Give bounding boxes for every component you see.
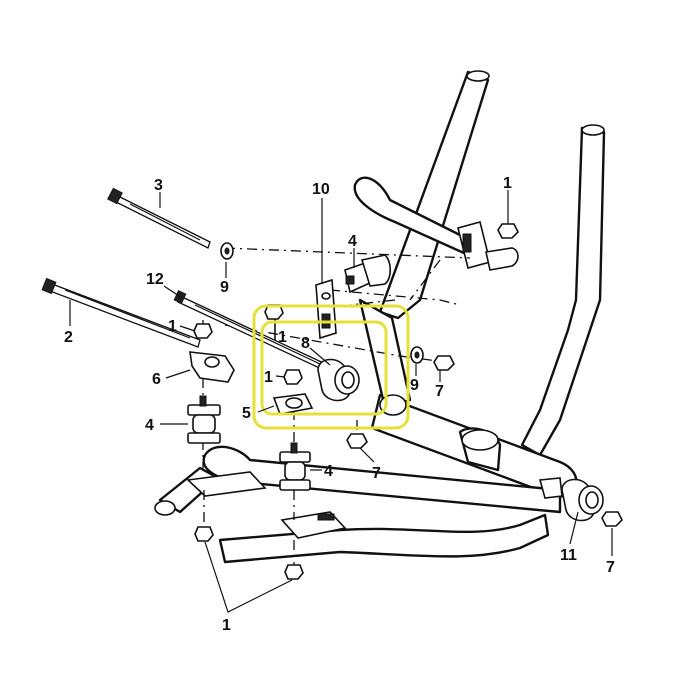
- tab-bushing: [485, 247, 519, 271]
- leader-1-left: [179, 325, 196, 332]
- mount-bracket-left: [186, 471, 267, 497]
- rod-3-head: [107, 187, 123, 205]
- washer-9-right-hole: [414, 351, 420, 359]
- highlight-boxes: [252, 304, 410, 430]
- callout-10: 10: [312, 181, 330, 198]
- bushing-8: [317, 358, 360, 402]
- bracket-slot: [317, 513, 335, 521]
- callout-4-bottom: 4: [324, 463, 333, 480]
- tube-end-left-lower: [154, 500, 176, 516]
- frame-upright-left: [378, 70, 490, 320]
- rod-2-stripe: [64, 289, 191, 339]
- highlight-inner: [260, 320, 388, 416]
- callout-1-left: 1: [168, 318, 177, 335]
- callout-12: 12: [146, 271, 164, 288]
- bracket-5-hole: [285, 397, 303, 409]
- bracket-10-hole: [321, 292, 331, 300]
- rod-3-stripe: [129, 203, 201, 241]
- callout-7-bottom: 7: [606, 559, 615, 576]
- tube-end-right: [581, 124, 605, 136]
- leader-6: [165, 369, 191, 379]
- rear-mount-plate: [538, 477, 563, 499]
- bracket-6-hole: [204, 356, 220, 368]
- washer-9-left-hole: [224, 247, 230, 255]
- callout-2: 2: [64, 329, 73, 346]
- rod-12-stripe: [194, 304, 321, 365]
- tube-end-left: [466, 70, 490, 82]
- callout-8: 8: [301, 335, 310, 352]
- callout-3: 3: [154, 177, 163, 194]
- callout-9-left: 9: [220, 279, 229, 296]
- tab-bolt: [462, 233, 472, 253]
- leader-7-mid: [359, 447, 375, 463]
- leader-5: [257, 405, 275, 413]
- callout-6: 6: [152, 371, 161, 388]
- leader-1-bottom: [204, 541, 293, 613]
- leader-8: [309, 347, 331, 366]
- leader-1-mid: [275, 375, 286, 378]
- callout-5: 5: [242, 405, 251, 422]
- callout-labels: 3 10 4 1 12 9 2 1 1 8 6 1 9 7 4 5 4 7 11…: [64, 175, 615, 634]
- callout-4-left: 4: [145, 417, 154, 434]
- bracket-10: [315, 278, 337, 340]
- leader-lines: [69, 190, 613, 613]
- callout-9-right: 9: [410, 377, 419, 394]
- nut-1-bottom-b: [284, 564, 304, 580]
- callout-7-mid: 7: [372, 465, 381, 482]
- nut-1-left: [193, 323, 213, 339]
- frame-lower-left-tube: [202, 445, 562, 514]
- bushing-11: [561, 478, 604, 522]
- dash-line-bracket: [349, 299, 396, 306]
- rubber-mount-4-left: [187, 395, 221, 444]
- rod-2-head: [41, 277, 57, 295]
- callout-4-top: 4: [348, 233, 357, 250]
- tube-socket-rear: [461, 429, 499, 451]
- nut-1-mid: [283, 369, 303, 385]
- rod-3: [115, 195, 211, 249]
- rubber-mount-4-top: [344, 254, 392, 294]
- callout-7-right: 7: [435, 383, 444, 400]
- frame-front-lower-tube: [218, 513, 550, 564]
- nut-7-right: [433, 355, 455, 371]
- highlight-outer: [252, 304, 410, 430]
- callout-11: 11: [560, 547, 577, 564]
- rubber-mount-4-bottom: [279, 442, 311, 491]
- callout-1-inner: 1: [278, 329, 287, 346]
- nut-7-mid: [346, 433, 368, 449]
- hardware-parts: [187, 223, 623, 580]
- leader-11: [569, 511, 579, 545]
- nut-1-top-right: [497, 223, 519, 239]
- nut-7-bottom: [601, 511, 623, 527]
- dash-line-10: [329, 289, 461, 306]
- callout-1-bottom: 1: [222, 617, 231, 634]
- dash-line-3: [224, 247, 471, 259]
- nut-1-bottom-a: [194, 526, 214, 542]
- frame-upright-right: [520, 126, 606, 457]
- leader-12: [163, 285, 183, 299]
- callout-1-top-right: 1: [503, 175, 512, 192]
- dash-line-rear: [409, 259, 441, 301]
- callout-1-mid: 1: [264, 369, 273, 386]
